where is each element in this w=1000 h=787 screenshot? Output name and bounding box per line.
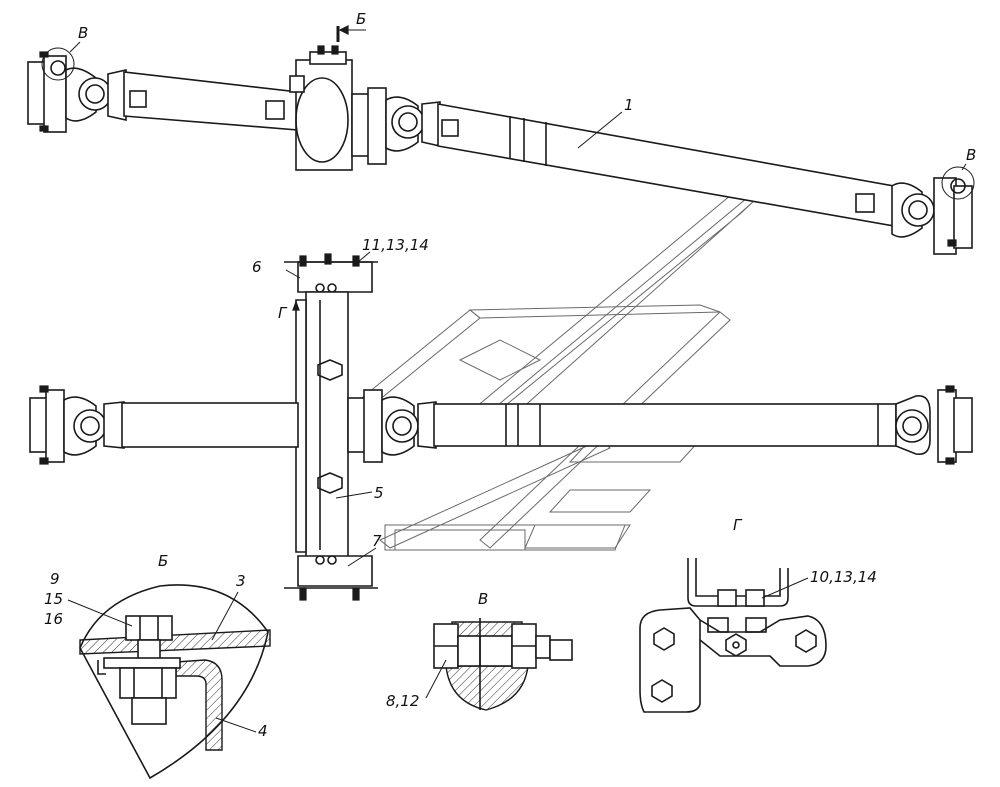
section-b-marker: Б — [336, 10, 366, 42]
mid-left-flange — [29, 385, 125, 465]
support-bracket — [284, 253, 378, 601]
middle-ujoint — [351, 87, 441, 165]
callout-circle-right — [941, 166, 975, 200]
view-v-title: В — [478, 590, 488, 608]
section-b-title: Б — [158, 552, 168, 570]
view-v-detail: В — [433, 590, 573, 711]
label-part-8-12: 8,12 — [386, 692, 419, 710]
shaft-tube-main — [437, 103, 895, 227]
section-b-top-label: Б — [356, 10, 366, 28]
view-g-detail: Г — [639, 516, 827, 713]
callout-circle-left — [41, 47, 75, 81]
label-part-7: 7 — [372, 532, 382, 550]
intermediate-support — [289, 45, 353, 171]
label-part-9: 9 — [50, 570, 60, 588]
label-part-1: 1 — [624, 96, 634, 114]
label-part-6: 6 — [252, 258, 262, 276]
mid-center-ujoint — [347, 389, 437, 463]
label-part-16: 16 — [44, 610, 63, 628]
top-shaft-view — [27, 45, 973, 255]
label-part-15: 15 — [44, 590, 63, 608]
left-flange-yoke — [27, 51, 127, 133]
view-g-arrow-label: Г — [278, 304, 288, 322]
label-part-3: 3 — [236, 572, 246, 590]
label-part-10-13-14: 10,13,14 — [810, 568, 877, 586]
label-part-5: 5 — [374, 484, 384, 502]
mid-shaft-tube-left — [121, 402, 299, 448]
view-g-title: Г — [733, 516, 743, 534]
label-part-4: 4 — [258, 722, 268, 740]
section-b-detail: Б — [79, 552, 271, 780]
view-v-label-left: В — [78, 24, 88, 42]
mid-shaft-tube-main — [433, 403, 897, 447]
mid-right-flange — [895, 385, 973, 465]
label-part-11-13-14: 11,13,14 — [362, 236, 429, 254]
right-flange-yoke — [891, 177, 973, 255]
middle-shaft-view — [29, 253, 973, 601]
view-v-label-right: В — [966, 146, 976, 164]
